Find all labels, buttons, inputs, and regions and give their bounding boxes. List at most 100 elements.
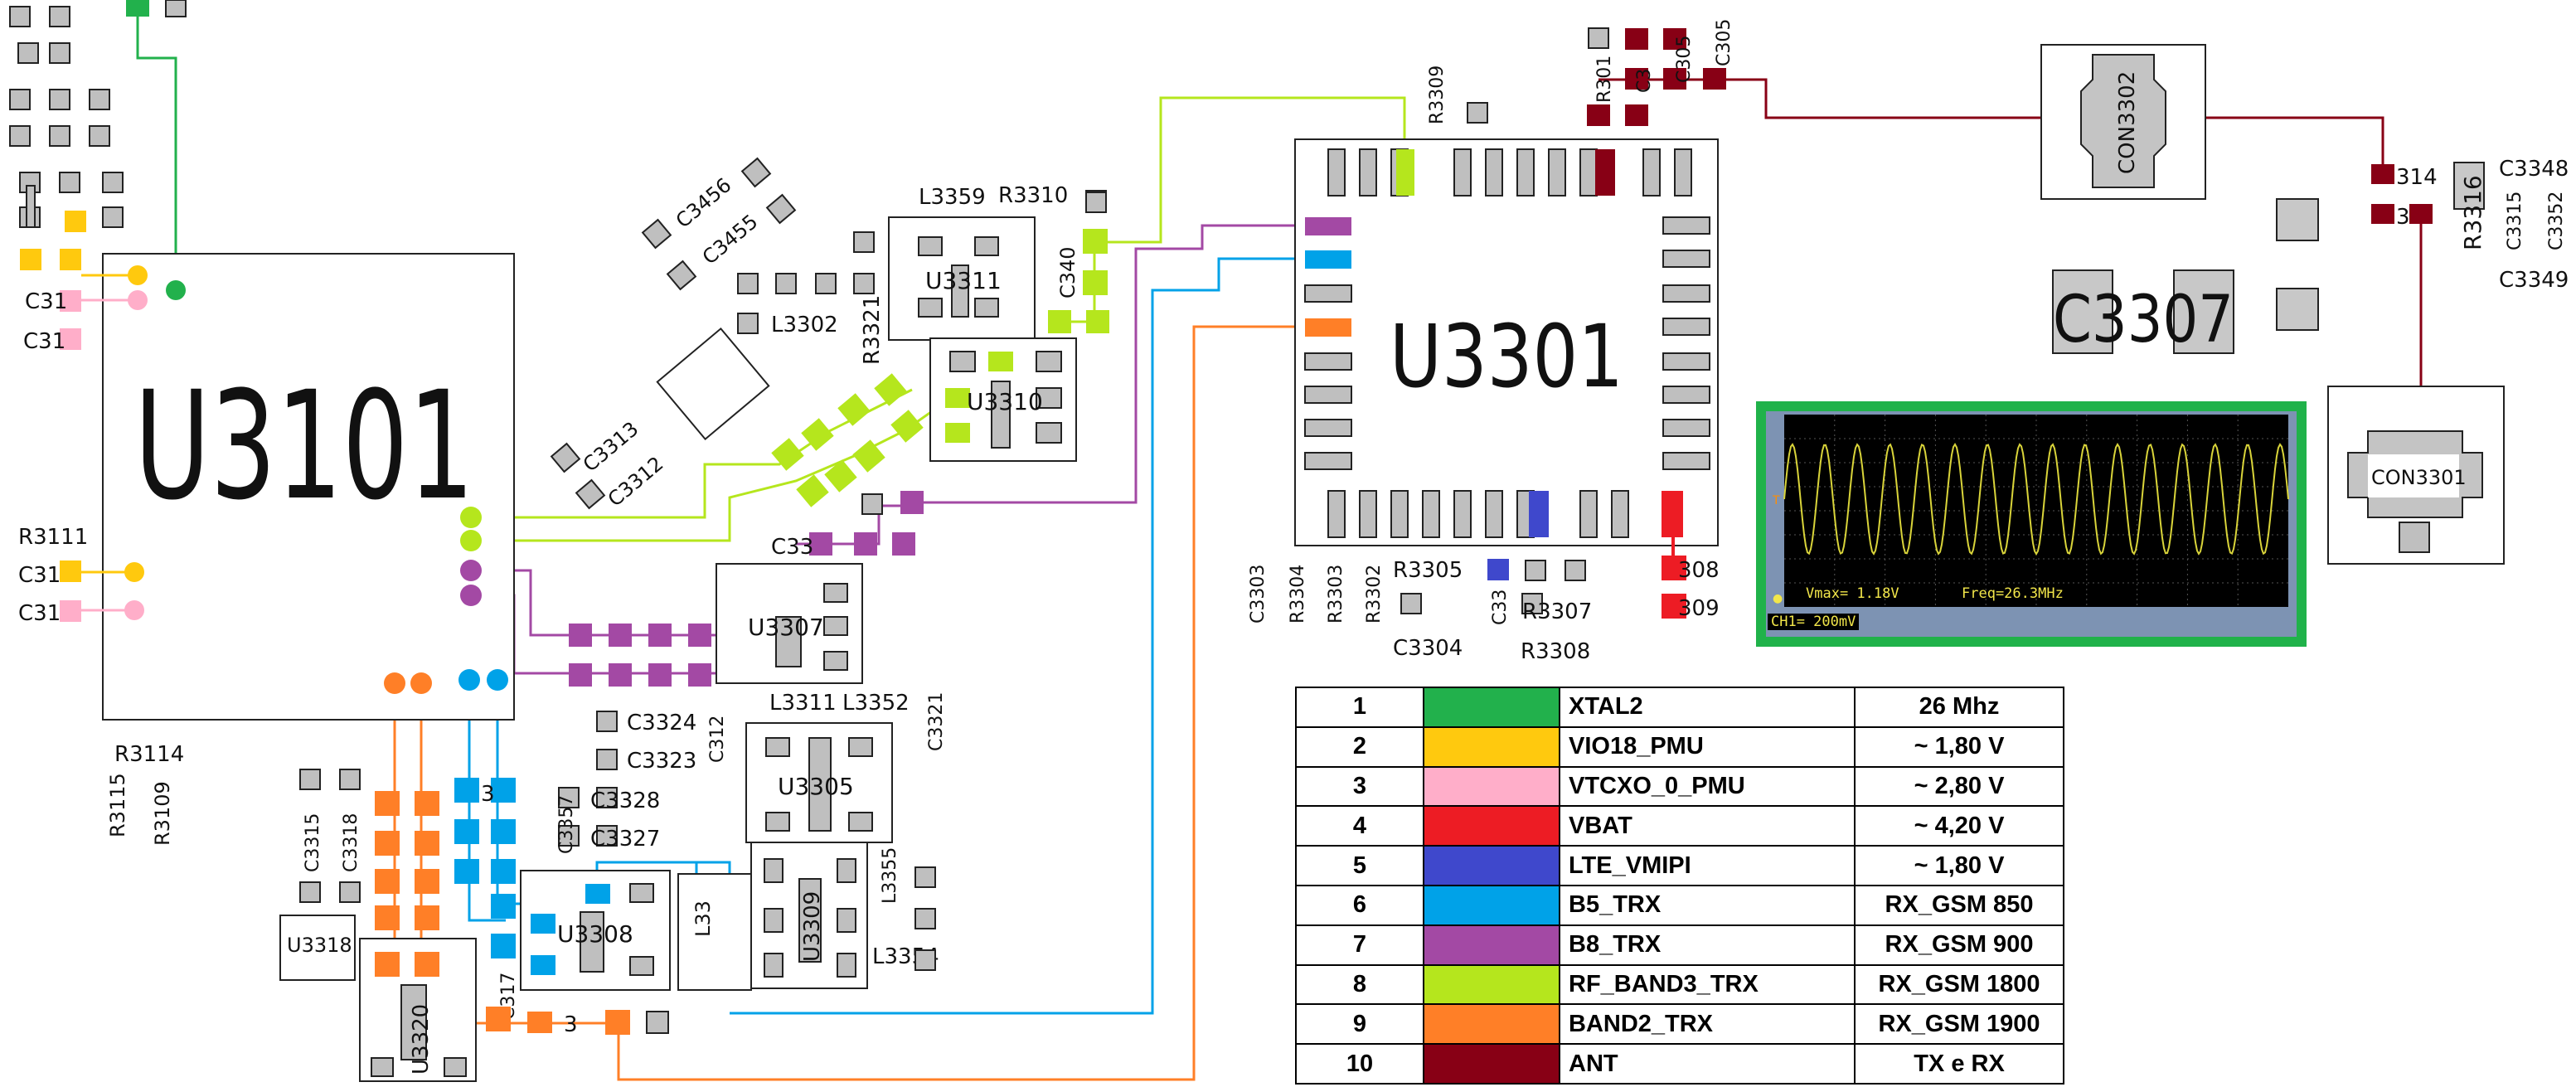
cap-pads-mid — [558, 711, 618, 847]
oscilloscope-screenshot: T ● Vmax= 1.18V Freq=26.3MHz CH1= 200mV — [1756, 401, 2307, 647]
legend-number: 9 — [1295, 1003, 1424, 1046]
label-l3311: L3311 — [769, 691, 837, 716]
legend-color-swatch — [1423, 805, 1560, 847]
label-c3302: C33 — [1490, 590, 1511, 625]
mid-pads — [550, 157, 1107, 515]
label-r3321: R3321 — [860, 295, 885, 365]
scope-vmax: Vmax= 1.18V — [1806, 585, 1899, 602]
label-r3314: 314 — [2396, 165, 2438, 190]
con3301-label: CON3301 — [2371, 466, 2467, 489]
legend-color-swatch — [1423, 1003, 1560, 1046]
c3307-label: C3307 — [2053, 283, 2234, 357]
label-c3327: C3327 — [590, 827, 660, 852]
legend-net-name: VIO18_PMU — [1559, 725, 1856, 768]
legend-color-swatch — [1423, 924, 1560, 966]
legend-number: 2 — [1295, 725, 1424, 768]
label-c3318: C3318 — [341, 813, 361, 872]
legend-number: 6 — [1295, 884, 1424, 926]
u3101-label: U3101 — [134, 360, 474, 533]
label-r3316: R3316 — [2459, 175, 2486, 250]
label-r3305: R3305 — [1393, 558, 1463, 583]
u3318-package — [279, 915, 356, 981]
legend-value: ~ 1,80 V — [1854, 845, 2064, 886]
svg-text:●: ● — [1773, 592, 1783, 605]
legend-value: ~ 4,20 V — [1854, 805, 2064, 847]
legend-net-name: LTE_VMIPI — [1559, 845, 1856, 886]
legend-value: ~ 1,80 V — [1854, 725, 2064, 768]
legend-value: RX_GSM 1900 — [1854, 1003, 2064, 1046]
label-r3303: R3303 — [1326, 565, 1346, 624]
label-r3111: R3111 — [18, 525, 88, 550]
label-l3301: L33 — [691, 900, 715, 937]
label-r3302: R3302 — [1364, 565, 1385, 624]
legend-color-swatch — [1423, 765, 1560, 808]
u3301-pins — [1304, 148, 1710, 538]
label-l3352: L3352 — [842, 691, 910, 716]
u3308-label: U3308 — [557, 920, 633, 948]
band2-pads — [375, 791, 630, 1035]
legend-number: 8 — [1295, 963, 1424, 1006]
label-r3304: R3304 — [1288, 565, 1308, 624]
label-c3357: C3357 — [556, 795, 577, 854]
c3311-package — [656, 327, 770, 441]
u3320-label: U3320 — [409, 1004, 434, 1075]
label-c3328: C3328 — [590, 789, 660, 813]
legend-value: RX_GSM 1800 — [1854, 963, 2064, 1006]
legend-color-swatch — [1423, 1043, 1560, 1085]
label-c3304: C3304 — [1393, 636, 1463, 661]
legend-value: TX e RX — [1854, 1043, 2064, 1085]
legend-value: 26 Mhz — [1854, 687, 2064, 728]
xtal-pad — [126, 0, 149, 17]
label-c3303: C3303 — [1248, 565, 1269, 624]
legend-net-name: ANT — [1559, 1043, 1856, 1085]
legend-net-name: B5_TRX — [1559, 884, 1856, 926]
scope-freq: Freq=26.3MHz — [1962, 585, 2064, 602]
label-l3359: L3359 — [919, 185, 986, 210]
label-c3349: C3349 — [2499, 268, 2569, 293]
u3301-package — [1294, 138, 1719, 546]
label-c3101: C31 — [23, 329, 65, 354]
legend-color-swatch — [1423, 845, 1560, 886]
u3309-label: U3309 — [800, 891, 825, 962]
u3318-label: U3318 — [287, 934, 352, 957]
label-c3348: C3348 — [2499, 157, 2569, 182]
label-c3456: C3456 — [672, 173, 736, 232]
label-r3310: R3310 — [998, 183, 1068, 208]
scope-waveform — [1783, 443, 2289, 556]
legend-net-name: VBAT — [1559, 805, 1856, 847]
label-c3305: C305 — [1674, 36, 1695, 83]
label-c3319: 3 — [564, 1012, 578, 1037]
u3307-label: U3307 — [748, 614, 824, 641]
u3305-label: U3305 — [778, 773, 854, 800]
label-r3115: R3115 — [106, 773, 129, 837]
label-c3331: C33 — [771, 535, 813, 560]
svg-text:T: T — [1772, 494, 1780, 507]
legend-number: 3 — [1295, 765, 1424, 808]
legend-number: 10 — [1295, 1043, 1424, 1085]
label-c3340: C340 — [1056, 246, 1079, 298]
label-c3108: C31 — [18, 563, 61, 588]
legend-value: ~ 2,80 V — [1854, 765, 2064, 808]
legend-net-name: BAND2_TRX — [1559, 1003, 1856, 1046]
u3311-label: U3311 — [925, 267, 1002, 294]
legend-net-name: VTCXO_0_PMU — [1559, 765, 1856, 808]
label-r3309: R3309 — [1427, 66, 1448, 124]
label-c3455: C3455 — [698, 210, 763, 269]
label-c3321: C3321 — [926, 692, 947, 751]
con3302-label: CON3302 — [2115, 71, 2140, 174]
label-r3109: R3109 — [151, 781, 174, 846]
label-c3309: 309 — [1678, 596, 1720, 621]
label-r3315: 3 — [2396, 205, 2410, 230]
u3101-pads — [9, 0, 508, 694]
u3101-package — [102, 253, 515, 721]
label-c3315b: C3315 — [2505, 192, 2525, 250]
